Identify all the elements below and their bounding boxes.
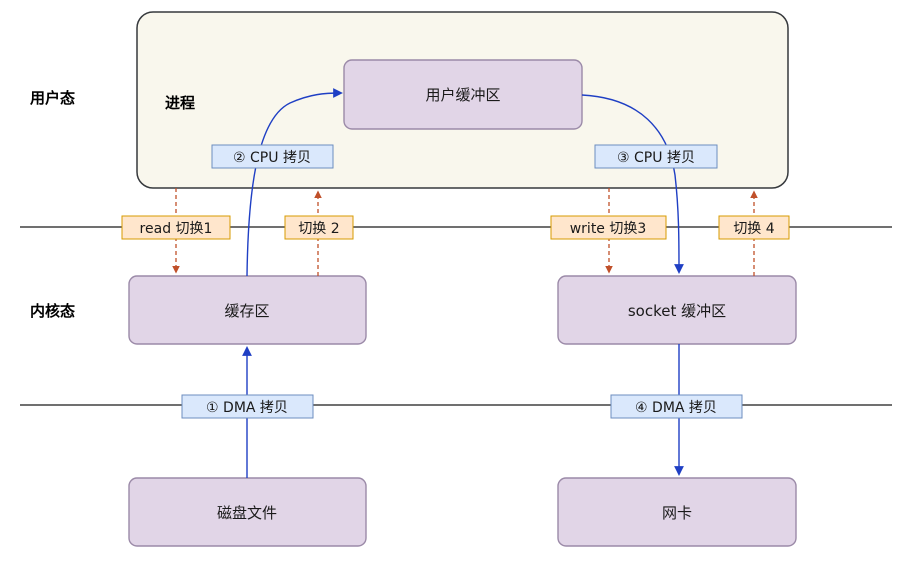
dma-copy-tag-4: ④ DMA 拷贝 [610, 394, 743, 419]
cpu-copy-arrow-3 [581, 94, 684, 274]
dma-copy-tag-1-label: ① DMA 拷贝 [206, 400, 288, 416]
user-buffer-box: 用户缓冲区 [343, 59, 583, 130]
switch-tag-3: write 切换3 [550, 215, 667, 240]
cpu-copy-arrow-2 [246, 88, 343, 277]
nic-label: 网卡 [662, 504, 692, 522]
dma-copy-tag-1: ① DMA 拷贝 [181, 394, 314, 419]
nic-box: 网卡 [557, 477, 797, 547]
switch-tag-4: 切换 4 [718, 215, 790, 240]
switch-tag-2-label: 切换 2 [298, 220, 339, 237]
switch-tag-1-label: read 切换1 [140, 220, 213, 237]
cpu-copy-tag-2-label: ② CPU 拷贝 [233, 150, 311, 166]
cpu-copy-tag-3: ③ CPU 拷贝 [594, 144, 718, 169]
socket-buffer-box: socket 缓冲区 [557, 275, 797, 345]
switch-tag-4-label: 切换 4 [733, 220, 774, 237]
cpu-copy-tag-2: ② CPU 拷贝 [211, 144, 334, 169]
user-mode-label: 用户态 [30, 89, 75, 107]
dma-copy-tag-4-label: ④ DMA 拷贝 [635, 400, 717, 416]
kernel-mode-label: 内核态 [30, 302, 75, 320]
switch-tag-1: read 切换1 [121, 215, 231, 240]
disk-file-box: 磁盘文件 [128, 477, 367, 547]
switch-tag-2: 切换 2 [284, 215, 354, 240]
user-buffer-label: 用户缓冲区 [425, 86, 500, 104]
process-label: 进程 [165, 94, 195, 112]
cache-label: 缓存区 [224, 302, 269, 320]
socket-buffer-label: socket 缓冲区 [628, 302, 726, 320]
disk-file-label: 磁盘文件 [217, 504, 277, 522]
cache-box: 缓存区 [128, 275, 367, 345]
cpu-copy-tag-3-label: ③ CPU 拷贝 [617, 150, 695, 166]
switch-tag-3-label: write 切换3 [570, 220, 647, 237]
